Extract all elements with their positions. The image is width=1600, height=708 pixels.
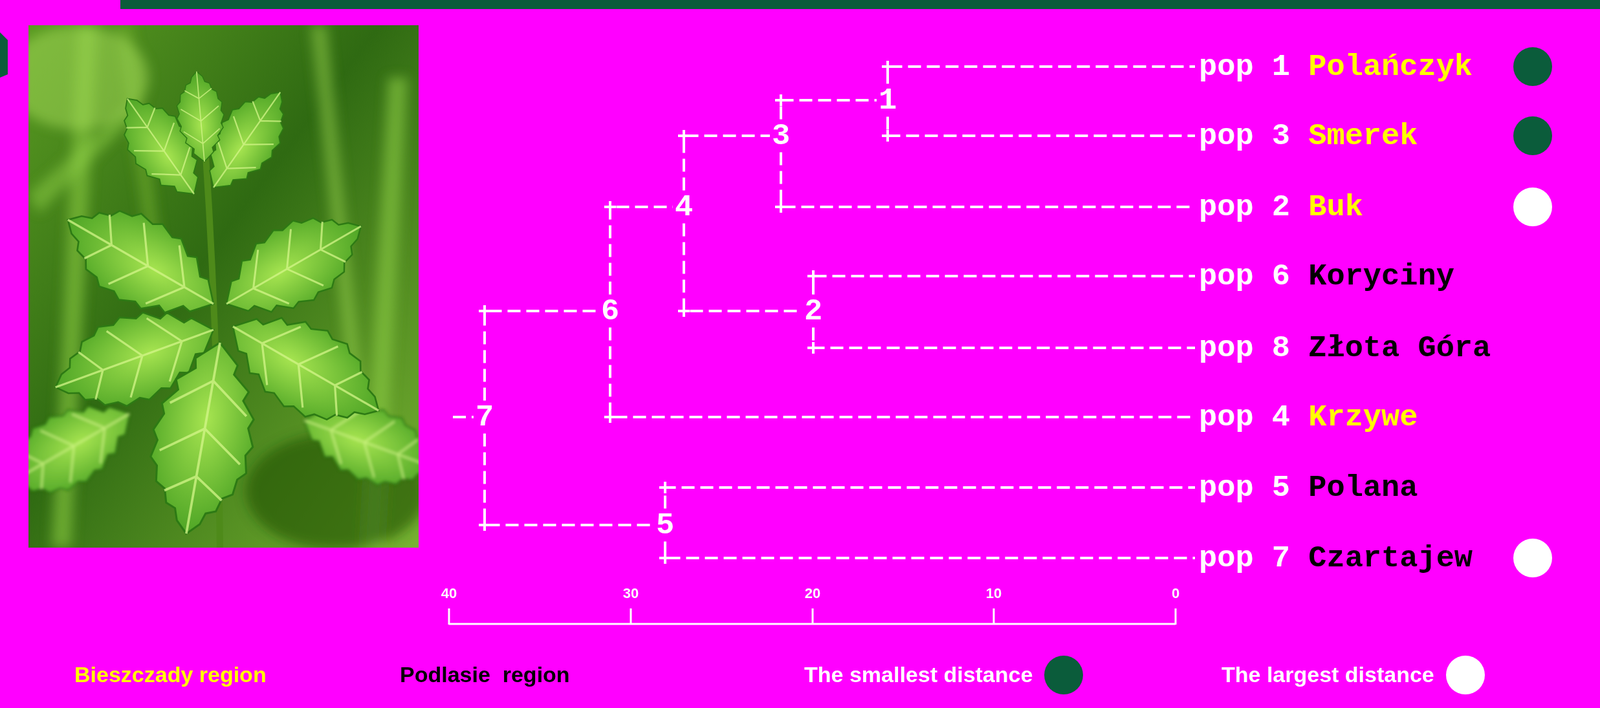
axis-tick-label: 40: [441, 586, 457, 602]
distance-axis: [449, 608, 1176, 625]
cluster-number-text: 1: [878, 83, 897, 118]
population-id: pop 8: [1198, 333, 1291, 364]
dendrogram-branch: [683, 135, 770, 191]
population-id: pop 2: [1198, 192, 1291, 223]
region-color-key: Podlasie region: [399, 663, 570, 688]
axis-tick-label: 20: [804, 586, 821, 602]
population-label: pop 6 Koryciny: [1194, 259, 1459, 294]
leaves: [40, 69, 401, 543]
population-id: pop 4: [1198, 402, 1291, 433]
population-label: pop 7 Czartajew: [1194, 541, 1477, 576]
dendrogram-branch: [484, 434, 655, 527]
cluster-number-text: 5: [656, 508, 675, 543]
cluster-number: 5: [654, 509, 677, 543]
population-label: pop 3 Smerek: [1194, 119, 1422, 154]
branch-junction: [807, 270, 820, 283]
population-name: Złota Góra: [1308, 333, 1491, 364]
cluster-number: 3: [769, 119, 792, 153]
largest-distance-dot: [1513, 538, 1553, 578]
legend-item: Podlasie region: [399, 663, 570, 688]
branch-junction: [807, 342, 820, 354]
legend-text: The smallest distance: [804, 663, 1033, 688]
legend-text: Podlasie region: [399, 662, 570, 688]
largest-distance-dot: [1513, 187, 1553, 227]
dendrogram-branch: [887, 117, 1195, 137]
branch-junction: [678, 305, 690, 318]
dendrogram-branch: [683, 223, 803, 312]
legend-text: Bieszczady region: [74, 662, 267, 688]
branch-junction: [604, 201, 616, 213]
population-label: pop 1 Polańczyk: [1194, 49, 1477, 85]
branch-junction: [604, 411, 616, 424]
branch-junction: [775, 94, 787, 107]
smallest-distance-dot: [1513, 47, 1553, 87]
dendrogram-branch: [610, 328, 1195, 418]
population-name: Polańczyk: [1308, 51, 1473, 83]
frame-notch: [0, 32, 8, 78]
plant-photo: [28, 25, 419, 548]
axis-tick-label: 30: [623, 586, 639, 602]
branch-junction: [659, 552, 671, 565]
legend-swatch: [1044, 656, 1084, 695]
dendrogram-branch: [484, 311, 600, 402]
cluster-number: 2: [802, 295, 825, 329]
population-id: pop 5: [1198, 472, 1291, 504]
population-name: Czartajew: [1308, 543, 1473, 574]
cluster-number-text: 4: [674, 190, 693, 225]
cluster-number-text: 2: [804, 294, 823, 329]
cluster-number-text: 6: [601, 294, 620, 329]
cluster-number-text: 7: [475, 400, 494, 435]
axis-tick-label: 0: [1171, 586, 1180, 602]
population-id: pop 3: [1198, 120, 1291, 152]
cluster-number: 4: [672, 190, 695, 224]
population-name: Krzywe: [1308, 402, 1418, 433]
cluster-number: 7: [473, 401, 496, 435]
legend-item: The smallest distance: [804, 656, 1084, 695]
population-id: pop 6: [1198, 261, 1291, 292]
cluster-number-text: 3: [771, 119, 790, 154]
legend-text: The largest distance: [1221, 663, 1435, 688]
distance-markers: [1513, 47, 1553, 578]
branch-junction: [775, 201, 787, 213]
population-name: Smerek: [1308, 120, 1418, 152]
root-stub: [452, 416, 474, 419]
population-label: pop 2 Buk: [1194, 190, 1368, 225]
dendrogram-branch: [610, 207, 673, 296]
legend-swatch: [1446, 656, 1485, 695]
population-id: pop 1: [1198, 51, 1291, 83]
cluster-number: 6: [599, 295, 622, 329]
legend-item: Bieszczady region: [74, 663, 267, 688]
population-name: Buk: [1308, 192, 1364, 223]
population-label: pop 4 Krzywe: [1194, 400, 1422, 435]
branch-junction: [678, 130, 690, 142]
axis-tick-label: 10: [986, 586, 1002, 602]
dendrogram-branch: [780, 100, 877, 120]
dendrogram-branch: [813, 276, 1195, 296]
dendrogram-branch: [780, 152, 1195, 208]
branch-junction: [881, 130, 894, 142]
cluster-number: 1: [876, 84, 899, 118]
population-label: pop 5 Polana: [1194, 471, 1422, 506]
frame-bar: [120, 0, 1600, 10]
population-label: pop 8 Złota Góra: [1194, 331, 1495, 366]
dendrogram-branch: [665, 487, 1195, 510]
dendrogram-branch: [665, 542, 1195, 559]
dendrogram-branch: [887, 66, 1195, 85]
legend-item: The largest distance: [1221, 656, 1485, 695]
branch-junction: [659, 482, 671, 494]
region-color-key: Bieszczady region: [74, 663, 267, 688]
population-name: Koryciny: [1308, 261, 1455, 292]
branch-junction: [881, 60, 894, 73]
branch-junction: [478, 305, 491, 318]
smallest-distance-dot: [1513, 116, 1553, 156]
branch-junction: [478, 519, 491, 532]
population-id: pop 7: [1198, 543, 1291, 574]
dendrogram-branch: [813, 328, 1195, 349]
population-name: Polana: [1308, 472, 1418, 504]
